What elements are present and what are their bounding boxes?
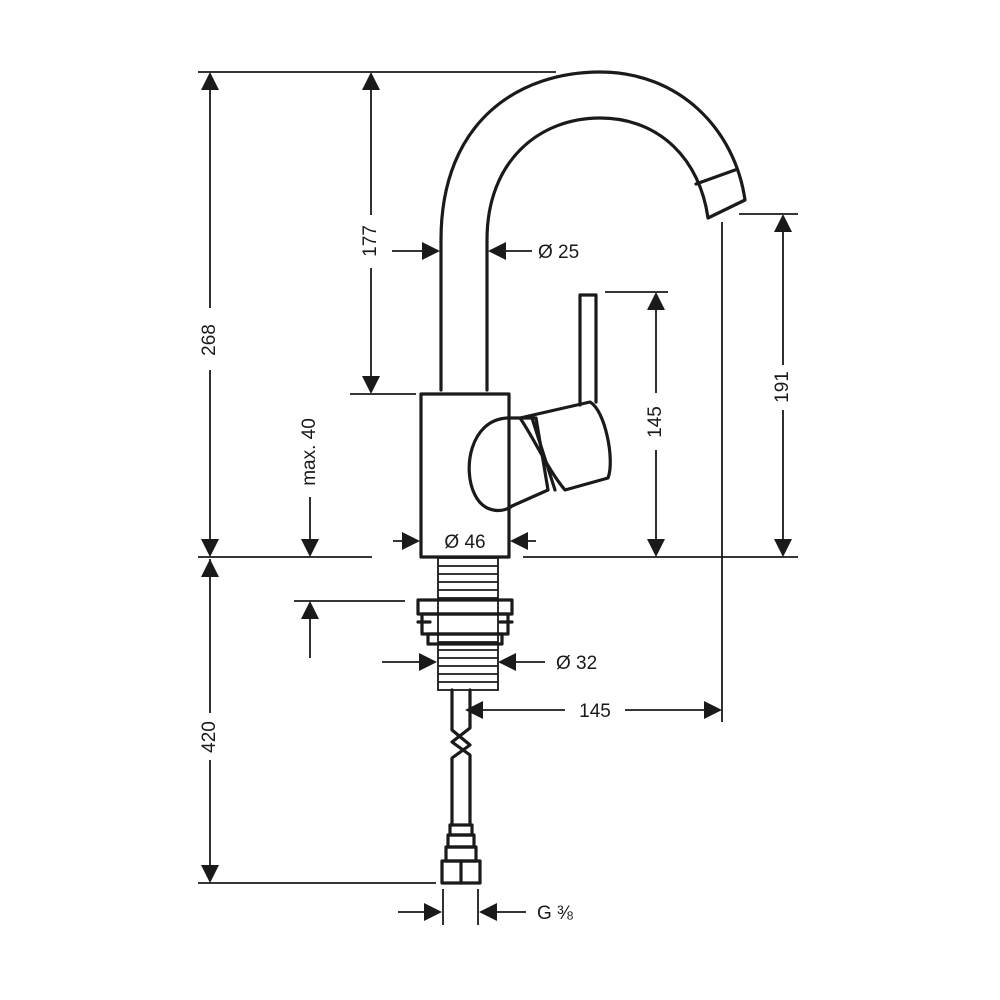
mounting-nut — [416, 598, 514, 646]
dim-body-diameter: Ø 46 — [444, 532, 485, 553]
dim-total-height: 268 — [199, 324, 220, 356]
dim-connection: G ⅜ — [537, 903, 573, 924]
dim-max-thickness: max. 40 — [299, 418, 320, 486]
mixer-body — [419, 392, 511, 559]
faucet-outline — [416, 70, 747, 885]
dim-spout-height: 177 — [360, 225, 381, 257]
dim-outlet-height: 191 — [772, 371, 793, 403]
dimension-labels: 268 177 max. 40 145 191 420 Ø 25 Ø 46 Ø … — [199, 225, 793, 924]
spout — [439, 70, 747, 392]
lever-rod — [578, 293, 598, 407]
dim-thread-diameter: Ø 32 — [556, 653, 597, 674]
dimension-lines — [198, 71, 798, 925]
lever-handle — [518, 400, 612, 492]
dim-projection: 145 — [579, 701, 611, 722]
supply-hose — [450, 688, 472, 827]
hose-fitting — [440, 823, 482, 885]
lever-joint — [530, 416, 557, 492]
dim-spout-diameter: Ø 25 — [538, 242, 579, 263]
dim-hose-length: 420 — [199, 721, 220, 753]
arrowheads — [201, 72, 792, 921]
threaded-shank — [437, 557, 499, 691]
dim-lever-height: 145 — [645, 406, 666, 438]
spout-outlet — [694, 168, 737, 186]
lever-hub — [467, 416, 550, 513]
